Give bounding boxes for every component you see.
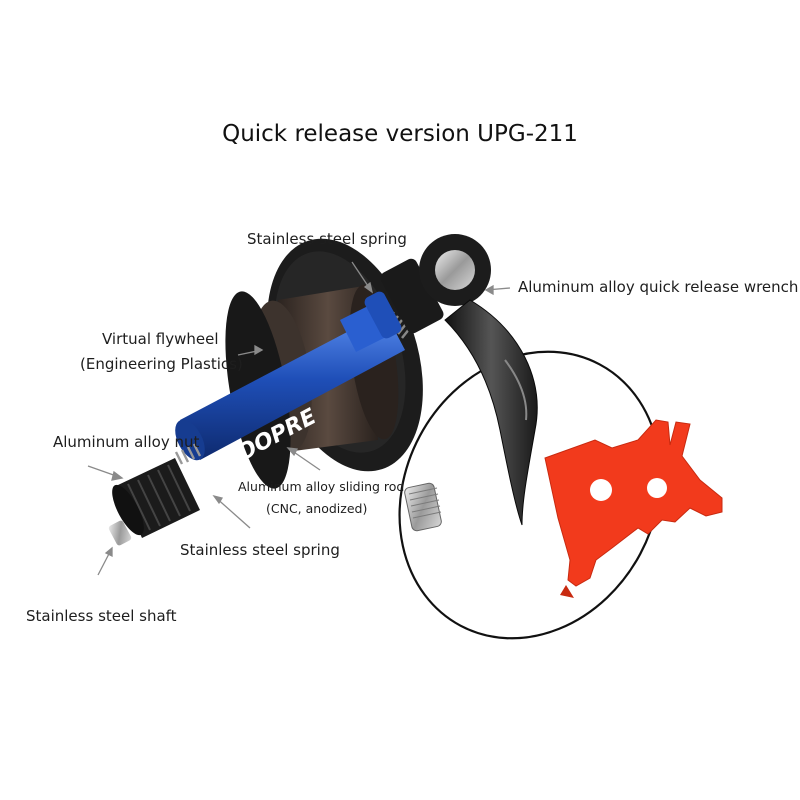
aluminum-alloy-nut	[112, 458, 200, 538]
label-spring-bottom: Stainless steel spring	[180, 541, 340, 559]
label-rod-line1: Aluminum alloy sliding rod	[238, 479, 405, 494]
label-shaft: Stainless steel shaft	[26, 607, 177, 625]
callout-arrows	[87, 261, 511, 576]
bottom-spring	[174, 443, 202, 465]
label-flywheel-line2: (Engineering Plastics)	[80, 355, 243, 373]
stainless-steel-shaft	[108, 520, 132, 546]
page-title: Quick release version UPG-211	[222, 121, 578, 147]
red-adjustment-tool	[544, 419, 723, 598]
label-spring-top: Stainless steel spring	[247, 230, 407, 248]
label-rod-line2: (CNC, anodized)	[266, 501, 368, 516]
quick-release-wrench	[380, 234, 538, 526]
steel-cable-loop	[398, 350, 662, 640]
label-nut: Aluminum alloy nut	[53, 433, 200, 451]
label-quick-release-wrench: Aluminum alloy quick release wrench	[518, 278, 799, 296]
label-flywheel-line1: Virtual flywheel	[102, 330, 219, 348]
